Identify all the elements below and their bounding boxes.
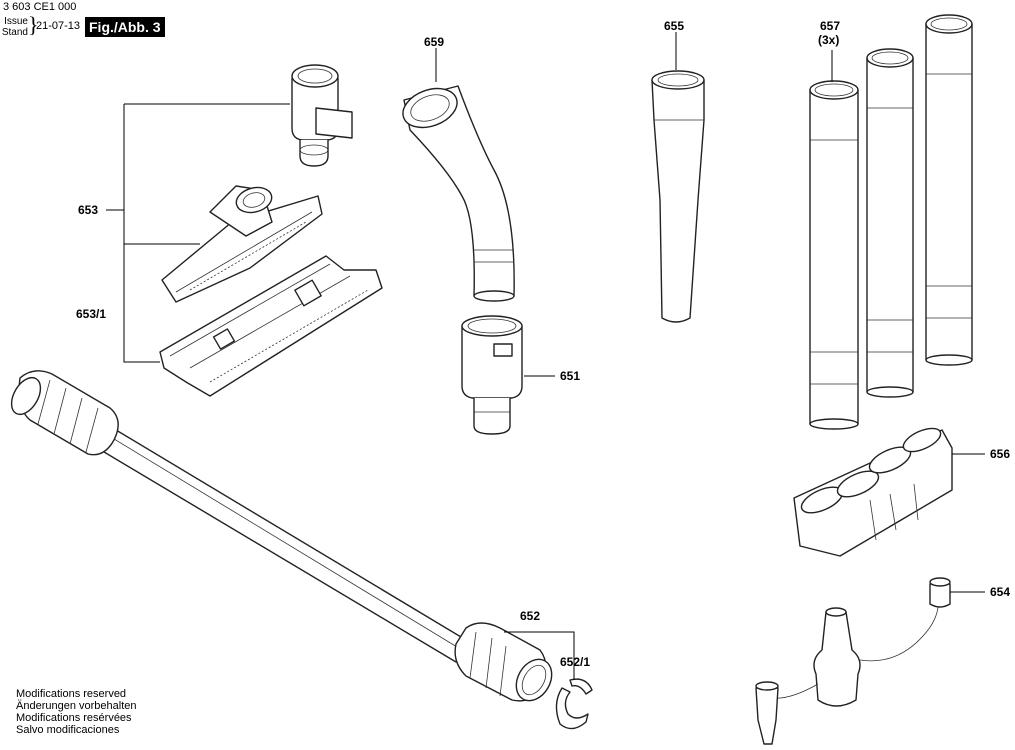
- part-654-adapters: [755, 577, 951, 745]
- figure-label: Fig./Abb. 3: [85, 17, 165, 37]
- issue-labels: Issue Stand: [0, 16, 28, 38]
- part-653-nozzle: [161, 185, 323, 303]
- note-es: Salvo modificaciones: [16, 724, 120, 736]
- part-657-tube-2: [866, 48, 914, 398]
- label-659: 659: [424, 35, 444, 49]
- label-654: 654: [990, 585, 1010, 599]
- note-de: Änderungen vorbehalten: [16, 700, 137, 712]
- modification-notes: Modifications reserved Änderungen vorbeh…: [16, 688, 136, 736]
- issue-label-en: Issue: [4, 16, 28, 27]
- note-en: Modifications reserved: [16, 688, 127, 700]
- label-655: 655: [664, 19, 684, 33]
- part-656-holder: [793, 427, 953, 557]
- part-652-hose: [10, 370, 553, 702]
- note-fr: Modifications resérvées: [16, 712, 132, 724]
- document-number: 3 603 CE1 000: [3, 1, 77, 13]
- leader-652: [504, 631, 575, 680]
- part-651-coupling: [461, 315, 523, 435]
- label-652: 652: [520, 609, 540, 623]
- label-652-1: 652/1: [560, 655, 590, 669]
- leader-653: [106, 103, 290, 363]
- label-653-1: 653/1: [76, 307, 106, 321]
- label-651: 651: [560, 369, 580, 383]
- label-656: 656: [990, 447, 1010, 461]
- part-653-1-insert: [159, 255, 383, 397]
- part-653-adapter: [291, 64, 353, 167]
- part-659-elbow: [402, 85, 515, 302]
- issue-date: 21-07-13: [36, 20, 81, 32]
- label-653: 653: [78, 203, 98, 217]
- part-652-1-clip: [555, 678, 593, 730]
- part-657-tube-1: [809, 80, 859, 430]
- label-657-qty: (3x): [818, 33, 839, 47]
- part-657-tube-3: [925, 14, 973, 366]
- issue-brace: }: [28, 12, 39, 37]
- issue-label-de: Stand: [1, 27, 28, 38]
- part-655-crevice-nozzle: [651, 70, 705, 323]
- label-657: 657: [820, 19, 840, 33]
